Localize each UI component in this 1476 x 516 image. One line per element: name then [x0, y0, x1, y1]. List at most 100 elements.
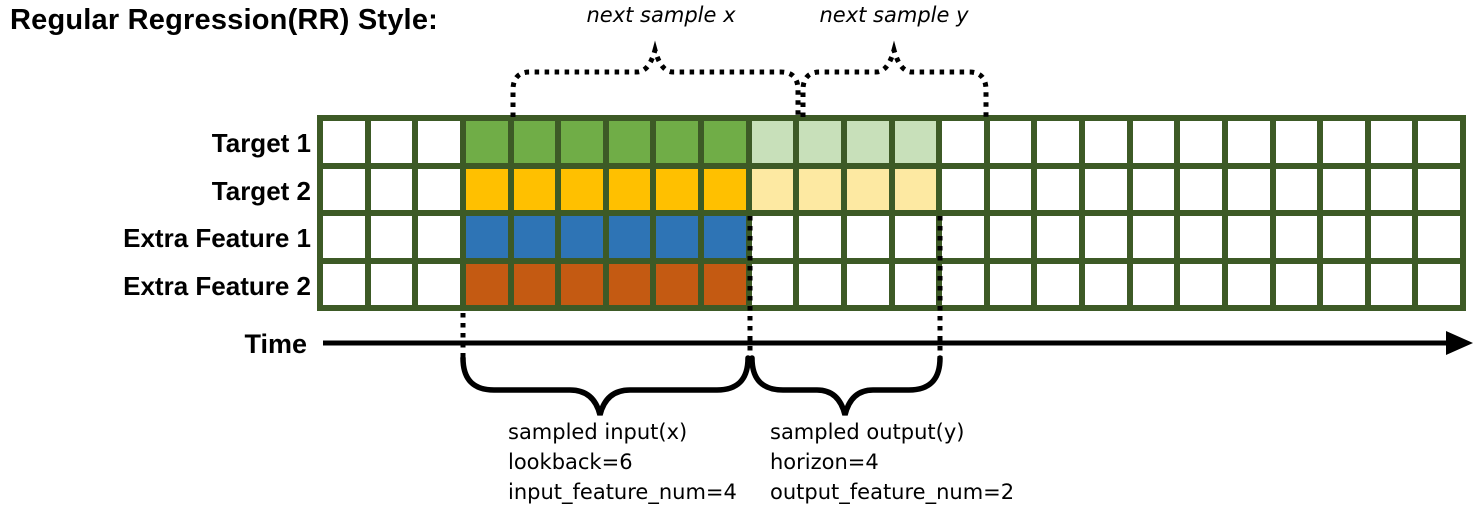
- grid-cell-empty: [1132, 168, 1175, 210]
- grid-cell-empty: [370, 216, 413, 258]
- grid-cell-empty: [1037, 216, 1079, 258]
- grid-cell-empty: [1085, 121, 1127, 163]
- grid-cell-empty: [1085, 263, 1127, 305]
- grid-cell-input: [513, 263, 556, 305]
- grid-cell-empty: [1037, 121, 1079, 163]
- grid-cell-empty: [418, 168, 460, 210]
- grid-cell-input: [561, 121, 603, 163]
- annotation-line: horizon=4: [770, 450, 879, 474]
- sampled-input-brace: [460, 355, 751, 416]
- grid-cell-input: [656, 168, 698, 210]
- grid-cell-empty: [418, 121, 460, 163]
- row-label-target-1: Target 1: [211, 128, 311, 158]
- grid-cell-empty: [1275, 168, 1318, 210]
- grid-cell-empty: [323, 121, 365, 163]
- grid-cell-empty: [323, 168, 365, 210]
- grid-cell-input: [465, 216, 508, 258]
- grid-cell-empty: [323, 263, 365, 305]
- grid-cell-empty: [1132, 216, 1175, 258]
- grid-cell-empty: [1323, 216, 1365, 258]
- row-label-extra-feature-2: Extra Feature 2: [123, 271, 311, 301]
- sample-grid: [317, 115, 1466, 311]
- diagram-title: Regular Regression(RR) Style:: [10, 4, 438, 36]
- grid-cell-empty: [1275, 121, 1318, 163]
- grid-cell-empty: [1085, 216, 1127, 258]
- grid-cell-output: [846, 121, 889, 163]
- grid-cell-input: [704, 168, 746, 210]
- grid-cell-input: [465, 168, 508, 210]
- grid-cell-empty: [370, 168, 413, 210]
- grid-cell-empty: [370, 263, 413, 305]
- next-sample-x-label: next sample x: [586, 3, 736, 27]
- grid-cell-output: [894, 168, 937, 210]
- grid-cell-empty: [1323, 168, 1365, 210]
- grid-cell-empty: [989, 216, 1032, 258]
- grid-cell-output: [751, 121, 794, 163]
- annotation-line: lookback=6: [508, 450, 633, 474]
- grid-cell-empty: [1132, 121, 1175, 163]
- grid-cell-empty: [1180, 216, 1222, 258]
- grid-cell-input: [513, 168, 556, 210]
- grid-cell-empty: [894, 216, 937, 258]
- grid-cell-empty: [1037, 168, 1079, 210]
- grid-cell-empty: [418, 263, 460, 305]
- grid-cell-empty: [1418, 216, 1460, 258]
- grid-cell-empty: [1418, 263, 1460, 305]
- grid-cell-empty: [1370, 168, 1413, 210]
- grid-cell-empty: [1370, 121, 1413, 163]
- grid-cell-input: [608, 168, 651, 210]
- grid-cell-empty: [942, 216, 984, 258]
- time-axis-label: Time: [244, 329, 307, 359]
- grid-cell-empty: [1370, 263, 1413, 305]
- grid-cell-empty: [846, 263, 889, 305]
- grid-cell-empty: [1037, 263, 1079, 305]
- grid-cell-output: [799, 121, 841, 163]
- grid-cell-input: [465, 263, 508, 305]
- sampled-output-brace: [749, 355, 943, 416]
- time-arrowhead: [1446, 331, 1473, 355]
- grid-cell-input: [608, 121, 651, 163]
- grid-cell-input: [561, 168, 603, 210]
- annotation-line: input_feature_num=4: [508, 480, 737, 504]
- grid-cell-empty: [1132, 263, 1175, 305]
- grid-cell-empty: [1180, 263, 1222, 305]
- grid-cell-input: [656, 263, 698, 305]
- next-sample-y-brace: [800, 40, 989, 117]
- grid-cell-empty: [1227, 263, 1270, 305]
- next-sample-y-label: next sample y: [819, 3, 969, 27]
- grid-cell-output: [751, 168, 794, 210]
- grid-cell-output: [894, 121, 937, 163]
- grid-cell-empty: [1275, 263, 1318, 305]
- grid-cell-output: [799, 168, 841, 210]
- grid-cell-input: [704, 216, 746, 258]
- grid-cell-empty: [1418, 121, 1460, 163]
- grid-cell-empty: [1323, 263, 1365, 305]
- grid-cell-empty: [418, 216, 460, 258]
- grid-cell-input: [656, 121, 698, 163]
- next-sample-x-brace: [510, 40, 801, 117]
- grid-cell-empty: [942, 263, 984, 305]
- grid-cell-output: [846, 168, 889, 210]
- grid-cell-input: [561, 216, 603, 258]
- grid-cell-input: [608, 216, 651, 258]
- grid-cell-empty: [323, 216, 365, 258]
- grid-cell-input: [656, 216, 698, 258]
- grid-cell-empty: [1227, 216, 1270, 258]
- grid-cell-empty: [1275, 216, 1318, 258]
- grid-cell-input: [608, 263, 651, 305]
- grid-cell-empty: [1180, 168, 1222, 210]
- grid-cell-empty: [1227, 121, 1270, 163]
- grid-cell-empty: [989, 263, 1032, 305]
- grid-cell-empty: [846, 216, 889, 258]
- grid-cell-empty: [1180, 121, 1222, 163]
- grid-cell-empty: [1227, 168, 1270, 210]
- grid-cell-input: [513, 216, 556, 258]
- grid-cell-empty: [751, 263, 794, 305]
- annotation-line: sampled input(x): [508, 420, 688, 444]
- annotation-line: output_feature_num=2: [770, 480, 1015, 504]
- grid-cell-input: [513, 121, 556, 163]
- grid-cell-input: [704, 121, 746, 163]
- sampled-input-annotation: sampled input(x) lookback=6 input_feature_…: [508, 417, 737, 507]
- row-label-extra-feature-1: Extra Feature 1: [123, 223, 311, 253]
